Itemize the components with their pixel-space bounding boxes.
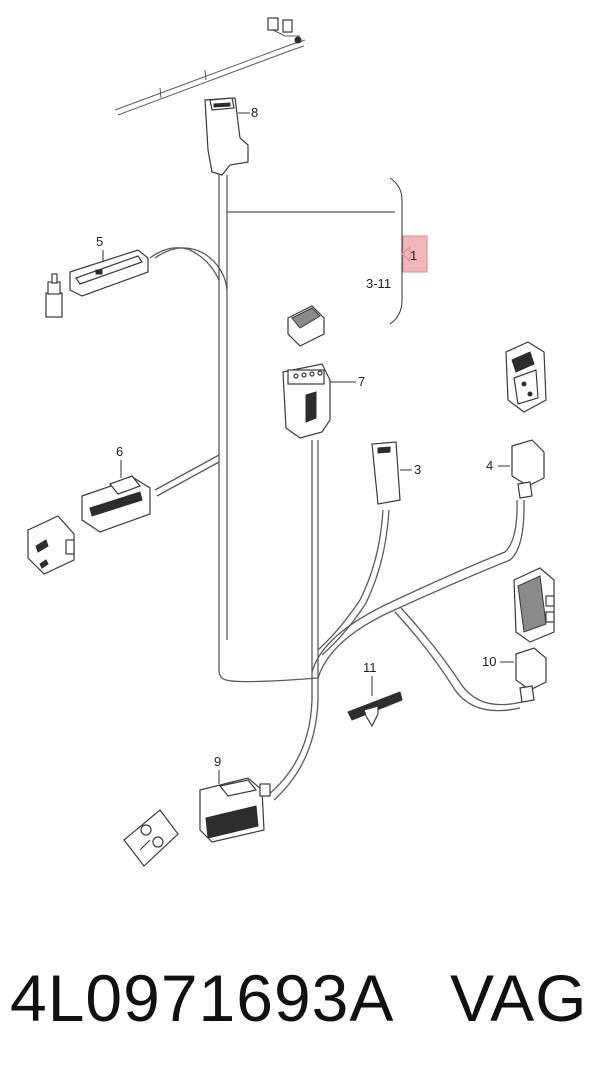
- callout-8-label: 8: [251, 105, 258, 120]
- brand-text: VAG: [450, 961, 588, 1035]
- callout-6-label: 6: [116, 444, 123, 459]
- callout-3-label: 3: [414, 462, 421, 477]
- callout-7-label: 7: [358, 374, 365, 389]
- callout-1-label: 1: [410, 248, 417, 263]
- connector-5: 5: [69, 234, 149, 297]
- callout-10-label: 10: [482, 654, 496, 669]
- switch-part-upper-right: [505, 341, 547, 413]
- group-bracket: 1 3-11: [366, 177, 428, 325]
- part-number-text: 4L0971693A: [10, 961, 395, 1035]
- switch-part-center: [287, 305, 325, 347]
- switch-part-left: [27, 515, 75, 575]
- callout-3-11-label: 3-11: [366, 276, 391, 291]
- sensor-part-top: [267, 17, 302, 44]
- connector-3: 3: [371, 441, 421, 505]
- callout-11-label: 11: [363, 660, 377, 675]
- connector-9: 9: [199, 754, 271, 843]
- connector-10: 10: [482, 647, 547, 703]
- wiring-harness-diagram: 1 3-11 8 5: [27, 17, 555, 867]
- harness-wires: [114, 29, 525, 801]
- control-part-lower-left: [123, 809, 179, 867]
- clip-11: 11: [347, 660, 403, 728]
- connector-7: 7: [282, 363, 365, 439]
- connector-4: 4: [486, 439, 545, 499]
- switch-part-lower-right: [513, 567, 555, 643]
- plug-part-left: [45, 273, 63, 318]
- callout-9-label: 9: [214, 754, 221, 769]
- connector-8: 8: [204, 97, 258, 176]
- connector-6: 6: [81, 444, 151, 533]
- callout-4-label: 4: [486, 458, 493, 473]
- callout-5-label: 5: [96, 234, 103, 249]
